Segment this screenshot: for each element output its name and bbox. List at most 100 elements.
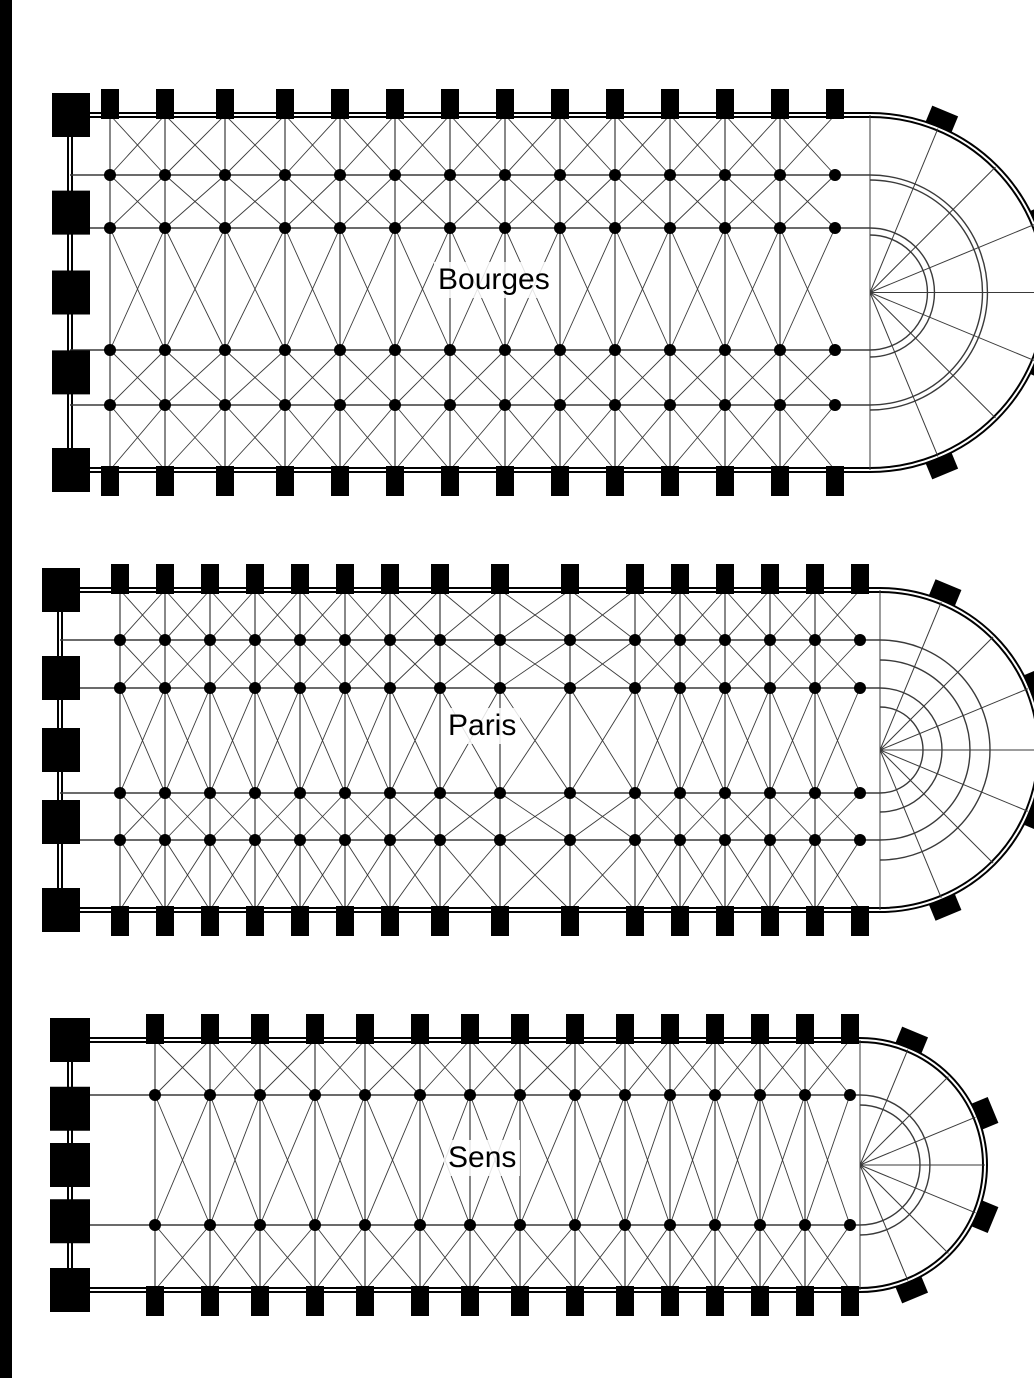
apse-ring [869,179,984,406]
vault-rib [559,174,616,229]
buttress [306,1286,324,1316]
vault-rib [669,114,726,176]
vault-rib [679,792,726,841]
pier [799,1089,811,1101]
buttress [146,1286,164,1316]
buttress [671,906,689,936]
pier [219,399,231,411]
vault-rib [569,639,636,689]
vault-rib [569,792,636,841]
pier [114,682,126,694]
pier [384,634,396,646]
vault-rib [724,589,771,641]
vault-rib [389,639,441,689]
vault-rib [314,1224,366,1291]
vault-rib [679,839,726,911]
buttress [216,466,234,496]
apse-rib [869,292,996,419]
vault-rib [724,404,781,471]
vault-rib [779,227,836,351]
vault-rib [724,174,781,229]
vault-rib [364,1039,421,1096]
pier [554,344,566,356]
pier [159,222,171,234]
vault-rib [759,1094,806,1226]
buttress [246,564,264,594]
buttress [626,564,644,594]
pier [799,1219,811,1231]
vault-rib [339,174,396,229]
outer-wall-inner-line [59,589,1034,911]
vault-rib [314,1039,366,1096]
pier [709,1089,721,1101]
apse-buttress [928,893,962,921]
pier [569,1219,581,1231]
pier [829,169,841,181]
vault-rib [449,349,506,406]
pier [204,834,216,846]
pier [204,1219,216,1231]
pier [564,634,576,646]
pier [279,222,291,234]
buttress [276,89,294,119]
pier [719,834,731,846]
pier [334,169,346,181]
pier [674,682,686,694]
vault-rib [344,839,391,911]
buttress [851,564,869,594]
pier [774,344,786,356]
vault-rib [519,1224,576,1291]
buttress [806,564,824,594]
pier [499,169,511,181]
vault-rib [759,1224,806,1291]
vault-rib [299,839,346,911]
pier [384,834,396,846]
facade-tower [52,350,90,395]
vault-rib [769,792,816,841]
vault-rib [724,227,781,351]
buttress [461,1286,479,1316]
vault-rib [259,1094,316,1226]
vault-rib [164,687,211,794]
vault-rib [394,227,451,351]
vault-rib [669,1094,716,1226]
vault-rib [669,227,726,351]
vault-rib [299,639,346,689]
vault-rib [724,792,771,841]
pier [434,634,446,646]
buttress [511,1014,529,1044]
facade-tower [42,728,80,772]
vault-rib [559,227,616,351]
pier [104,222,116,234]
vault-rib [284,349,341,406]
facade-tower [52,270,90,315]
vault-rib [339,227,396,351]
buttress [661,89,679,119]
pier [774,222,786,234]
apse-rib [879,749,1029,812]
vault-rib [814,687,861,794]
vault-rib [364,1224,421,1291]
vault-rib [394,404,451,471]
vault-rib [769,639,816,689]
apse-buttress [895,1026,929,1054]
buttress [551,466,569,496]
pier [309,1089,321,1101]
pier [709,1219,721,1231]
vault-rib [769,589,816,641]
apse-ring [859,1104,921,1226]
buttress [291,906,309,936]
pier [104,399,116,411]
facade-tower [50,1268,90,1312]
pier [854,787,866,799]
vault-rib [154,1039,211,1096]
pier [494,682,506,694]
pier [434,682,446,694]
vault-rib [164,589,211,641]
vault-rib [714,1094,761,1226]
apse-rib [869,292,939,457]
buttress [331,466,349,496]
apse-ring [859,1094,931,1236]
pier [159,399,171,411]
vault-rib [389,589,441,641]
